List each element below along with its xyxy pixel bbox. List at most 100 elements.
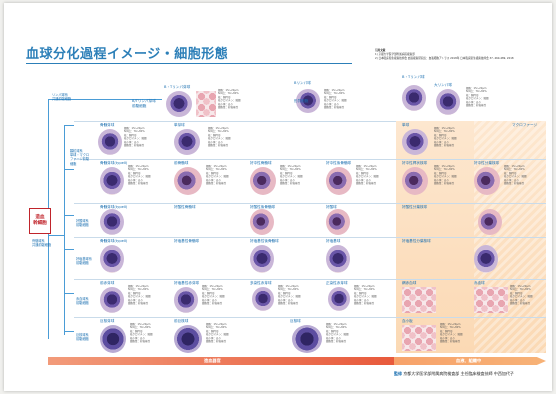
myeloblast-info: 細胞：15～20µm N/C比：70～80% 核：類円形 核クロマチン：繊細 核… xyxy=(124,127,147,148)
bas-mature-image xyxy=(326,245,350,273)
bt-lymphocyte-image xyxy=(402,85,426,111)
branch-mk-line xyxy=(64,331,74,332)
progenitor-ery: 赤血球系 前駆細胞 xyxy=(76,297,89,306)
bt-lymphoblast-cell-image xyxy=(166,91,192,117)
row-divider xyxy=(74,121,396,122)
label-megakaryoblast: 巨核芽球 xyxy=(100,319,115,323)
promyelocyte-image xyxy=(174,167,202,195)
branch-ery-line xyxy=(64,293,74,294)
reticulocyte-image xyxy=(402,287,436,313)
stem-cell-box: 造血 幹細胞 xyxy=(29,208,51,234)
metamyelocyte-info: 細胞：15～20µm N/C比：70～80% 核：類円形 核クロマチン：繊細 核… xyxy=(356,165,379,186)
reference-item: 1) 京都大学医学部附属病院検査部 xyxy=(375,53,415,56)
monocyte-image xyxy=(402,129,428,155)
erythrocyte-image xyxy=(474,287,508,313)
progenitor-mk: 巨核球系 前駆細胞 xyxy=(76,333,89,342)
label-bt-lymphocyte: B・Tリンパ球 xyxy=(402,75,425,79)
branch-lymphoid-line xyxy=(48,99,62,100)
label-seg-neutrophil: 好中性分葉核球 xyxy=(474,161,500,165)
label-b-lymphocyte: Bリンパ球 xyxy=(294,81,311,85)
neu-blast-image xyxy=(100,167,124,195)
row-divider xyxy=(74,203,546,204)
proerythroblast-image xyxy=(100,287,124,313)
reference-item: 2) 日本臨床衛生検査技師会 血液検査研究班：血液細胞アトラス 2018年 日本… xyxy=(375,57,514,60)
progenitor-eos: 好酸球系 前駆細胞 xyxy=(76,219,89,228)
label-polychromatic-erythroblast: 多染性赤芽球 xyxy=(250,281,272,285)
branch-eos-line xyxy=(64,215,74,216)
label-myelocyte: 好中性骨髄球 xyxy=(250,161,272,165)
b-lymphocyte-image xyxy=(296,89,320,113)
row-divider xyxy=(74,317,546,318)
page-title: 血球分化過程イメージ・細胞形態 xyxy=(26,47,229,62)
band-neutrophil-info: 細胞：15～20µm N/C比：70～80% 核：類円形 核クロマチン：繊細 核… xyxy=(434,165,457,186)
branch-gmp-line xyxy=(64,125,74,126)
monoblast-info: 細胞：15～20µm N/C比：70～80% 核：類円形 核クロマチン：繊細 核… xyxy=(208,127,231,148)
label-promegakaryocyte: 前巨核球 xyxy=(174,319,189,323)
branch-lymphoid-row xyxy=(62,99,162,100)
label-proerythroblast: 前赤芽球 xyxy=(100,281,115,285)
large-lymphocyte-image xyxy=(436,89,460,115)
promegakaryocyte-image xyxy=(174,325,202,353)
seg-neutrophil-info: 細胞：15～20µm N/C比：70～80% 核：類円形 核クロマチン：繊細 核… xyxy=(504,165,527,186)
label-bas-metamyelocyte: 好塩基性後骨髄球 xyxy=(250,239,279,243)
basophilic-erythroblast-image xyxy=(174,287,198,313)
label-band-neutrophil: 好中性桿状核球 xyxy=(402,161,428,165)
label-megakaryocyte: 巨核球 xyxy=(290,319,301,323)
bas-metamyelocyte-image xyxy=(250,245,274,273)
label-platelet: 血小板 xyxy=(402,319,413,323)
label-bt-precursor: B/Tリンパ芽球 前駆細胞 xyxy=(132,99,156,108)
eosinophil-image xyxy=(478,209,502,235)
references-heading: 引用文献 xyxy=(375,49,386,52)
orthochromatic-erythroblast-info: 細胞：15～20µm N/C比：70～80% 核：類円形 核クロマチン：繊細 核… xyxy=(354,285,377,306)
lymphocyte-info: 細胞：15～20µm N/C比：70～80% 核：類円形 核クロマチン：繊細 核… xyxy=(466,87,489,108)
row-divider xyxy=(74,159,546,160)
label-bas-seg: 好塩基性分葉核球 xyxy=(402,239,431,243)
row-divider xyxy=(74,237,546,238)
myelocyte-info: 細胞：15～20µm N/C比：70～80% 核：類円形 核クロマチン：繊細 核… xyxy=(280,165,303,186)
poster: 血球分化過程イメージ・細胞形態 引用文献 1) 京都大学医学部附属病院検査部 2… xyxy=(4,3,552,391)
eos-metamyelocyte-image xyxy=(250,209,274,235)
branch-myeloid-line xyxy=(48,235,64,236)
proerythroblast-info: 細胞：15～20µm N/C比：70～80% 核：類円形 核クロマチン：繊細 核… xyxy=(128,285,151,306)
label-myeloblast: 骨髄芽球 xyxy=(100,123,115,127)
progenitor-gmp: 顆粒球系 単球・マクロ ファージ前駆 細胞 xyxy=(70,149,90,166)
metamyelocyte-image xyxy=(326,167,352,195)
label-bas-myelocyte: 好塩基性骨髄球 xyxy=(174,239,200,243)
myeloblast-image xyxy=(98,129,122,155)
label-eos-mature: 好酸球 xyxy=(326,205,337,209)
neu-blast-info: 細胞：15～20µm N/C比：70～80% 核：類円形 核クロマチン：繊細 核… xyxy=(128,165,151,186)
label-monocyte: 単球 xyxy=(402,123,410,127)
label-bas-blast: 骨髄芽球(typeII) xyxy=(100,239,128,243)
label-promyelocyte: 前骨髄球 xyxy=(174,161,189,165)
b-lymphocyte-info: 細胞：15～20µm N/C比：70～80% 核：類円形 核クロマチン：繊細 核… xyxy=(324,89,347,110)
progenitor-bas: 好塩基球系 前駆細胞 xyxy=(76,257,92,266)
marrow-label: 造血器官 xyxy=(204,358,221,363)
label-bas-mature: 好塩基球 xyxy=(326,239,341,243)
supervisor-credit: 監修 京都大学医学部附属病院検査部 主任臨床検査技師 中西加代子 xyxy=(394,371,514,377)
bt-lymphoblast-info: 細胞：15～20µm N/C比：70～80% 核：類円形 核クロマチン：繊細 核… xyxy=(218,89,241,110)
label-plasma-cell: 形質細胞 xyxy=(294,99,309,103)
blood-tissue-arrow xyxy=(394,357,546,365)
promegakaryocyte-info: 細胞：15～20µm N/C比：70～80% 核：類円形 核クロマチン：繊細 核… xyxy=(206,323,229,344)
platelet-image xyxy=(402,325,436,351)
branch-neu-line xyxy=(64,169,74,170)
credit-prefix: 監修 xyxy=(394,371,402,376)
seg-neutrophil-image xyxy=(474,167,500,195)
megakaryoblast-image xyxy=(100,325,126,353)
label-basophilic-erythroblast: 好塩基性赤芽球 xyxy=(174,281,200,285)
eos-blast-image xyxy=(100,209,124,235)
branch-bas-line xyxy=(64,249,74,250)
basophil-image xyxy=(474,245,498,273)
myelocyte-image xyxy=(250,167,276,195)
label-eos-blast: 骨髄芽球(typeII) xyxy=(100,205,128,209)
myeloid-trunk-line xyxy=(64,125,65,335)
label-orthochromatic-erythroblast: 正染性赤芽球 xyxy=(326,281,348,285)
progenitor-lymphoid: リンパ球系 共通前駆細胞 xyxy=(52,93,72,102)
label-eos-myelocyte: 好酸性骨髄球 xyxy=(174,205,196,209)
megakaryocyte-image xyxy=(292,325,322,353)
band-neutrophil-image xyxy=(402,167,428,195)
platelet-info: 細胞：15～20µm N/C比：70～80% 核：類円形 核クロマチン：繊細 核… xyxy=(440,323,463,344)
progenitor-myeloid: 骨髄球系 共通前駆細胞 xyxy=(32,239,52,248)
credit-text: 京都大学医学部附属病院検査部 主任臨床検査技師 中西加代子 xyxy=(403,371,514,376)
megakaryocyte-info: 細胞：15～20µm N/C比：70～80% 核：類円形 核クロマチン：繊細 核… xyxy=(326,323,349,344)
